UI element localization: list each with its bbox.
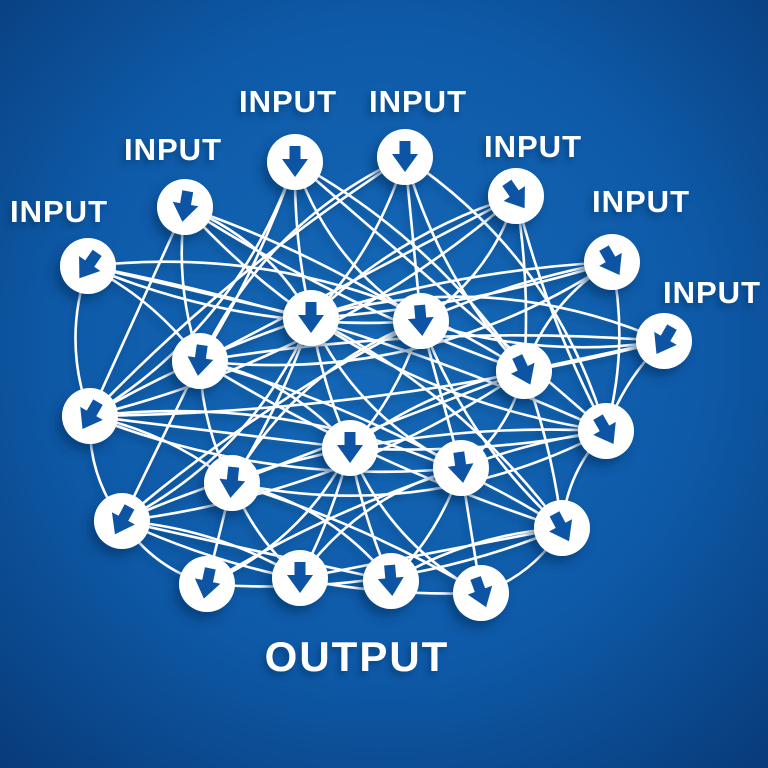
arrow-down-icon	[549, 511, 573, 542]
node-h2-4	[433, 440, 489, 496]
node-in-3	[267, 134, 323, 190]
edge	[86, 260, 526, 373]
node-h1-6	[578, 403, 634, 459]
input-label: INPUT	[592, 184, 690, 219]
node-in-4	[377, 129, 433, 185]
arrow-down-icon	[287, 562, 313, 593]
node-in-2	[157, 179, 213, 235]
node-in-5	[488, 168, 544, 224]
node-h2-5	[534, 500, 590, 556]
edge	[183, 205, 423, 323]
edge	[298, 526, 564, 580]
arrow-down-icon	[219, 466, 246, 498]
edge	[120, 316, 313, 523]
arrow-down-icon	[654, 324, 677, 354]
input-label: INPUT	[239, 84, 337, 119]
node-in-6	[584, 234, 640, 290]
edge	[309, 316, 564, 530]
edge	[403, 155, 608, 433]
edge	[86, 264, 423, 325]
output-label: OUTPUT	[265, 633, 450, 680]
edge	[419, 319, 666, 349]
node-in-1	[60, 238, 116, 294]
edge	[183, 205, 526, 373]
arrow-down-icon	[392, 141, 418, 172]
arrow-down-icon	[377, 564, 404, 596]
node-h2-2	[204, 455, 260, 511]
input-label: INPUT	[10, 194, 108, 229]
node-in-7	[636, 313, 692, 369]
node-h1-4	[393, 293, 449, 349]
node-h1-5	[496, 343, 552, 399]
arrow-down-icon	[298, 302, 324, 333]
edge	[88, 414, 352, 450]
edge	[120, 319, 423, 523]
edge	[88, 155, 407, 418]
edge	[86, 264, 608, 433]
node-h1-2	[172, 333, 228, 389]
node-out-1	[179, 556, 235, 612]
arrow-down-icon	[467, 576, 493, 608]
node-out-2	[272, 550, 328, 606]
arrow-down-icon	[172, 190, 199, 222]
edge	[230, 429, 608, 497]
arrow-down-icon	[447, 451, 474, 483]
node-out-3	[363, 553, 419, 609]
node-h2-3	[322, 420, 378, 476]
edge	[403, 155, 526, 373]
arrow-down-icon	[407, 304, 434, 336]
arrow-down-icon	[593, 414, 616, 444]
labels-layer: INPUT INPUT INPUT INPUT INPUT INPUT INPUT OUTPU…	[10, 84, 761, 680]
edge	[198, 155, 407, 363]
input-label: INPUT	[663, 275, 761, 310]
edge	[88, 260, 614, 418]
arrow-down-icon	[187, 344, 214, 376]
arrow-down-icon	[79, 249, 102, 279]
edge	[120, 519, 393, 583]
node-out-4	[453, 565, 509, 621]
edge	[309, 260, 614, 320]
edge	[88, 205, 187, 418]
node-h1-1	[62, 388, 118, 444]
arrow-down-icon	[510, 354, 535, 385]
edge	[309, 194, 518, 320]
edge	[309, 295, 666, 343]
arrow-down-icon	[111, 504, 135, 535]
edge	[230, 319, 423, 485]
edge	[88, 339, 666, 418]
arrow-down-icon	[502, 179, 525, 209]
edge	[198, 260, 614, 367]
arrow-down-icon	[337, 432, 363, 463]
input-label: INPUT	[484, 129, 582, 164]
input-label: INPUT	[369, 84, 467, 119]
arrow-down-icon	[80, 399, 103, 429]
node-h1-3	[283, 290, 339, 346]
arrow-down-icon	[194, 567, 221, 599]
nodes-layer	[60, 129, 692, 621]
arrow-down-icon	[599, 245, 622, 275]
arrow-down-icon	[282, 146, 308, 177]
input-label: INPUT	[124, 132, 222, 167]
node-h2-1	[94, 493, 150, 549]
edge	[120, 369, 526, 523]
